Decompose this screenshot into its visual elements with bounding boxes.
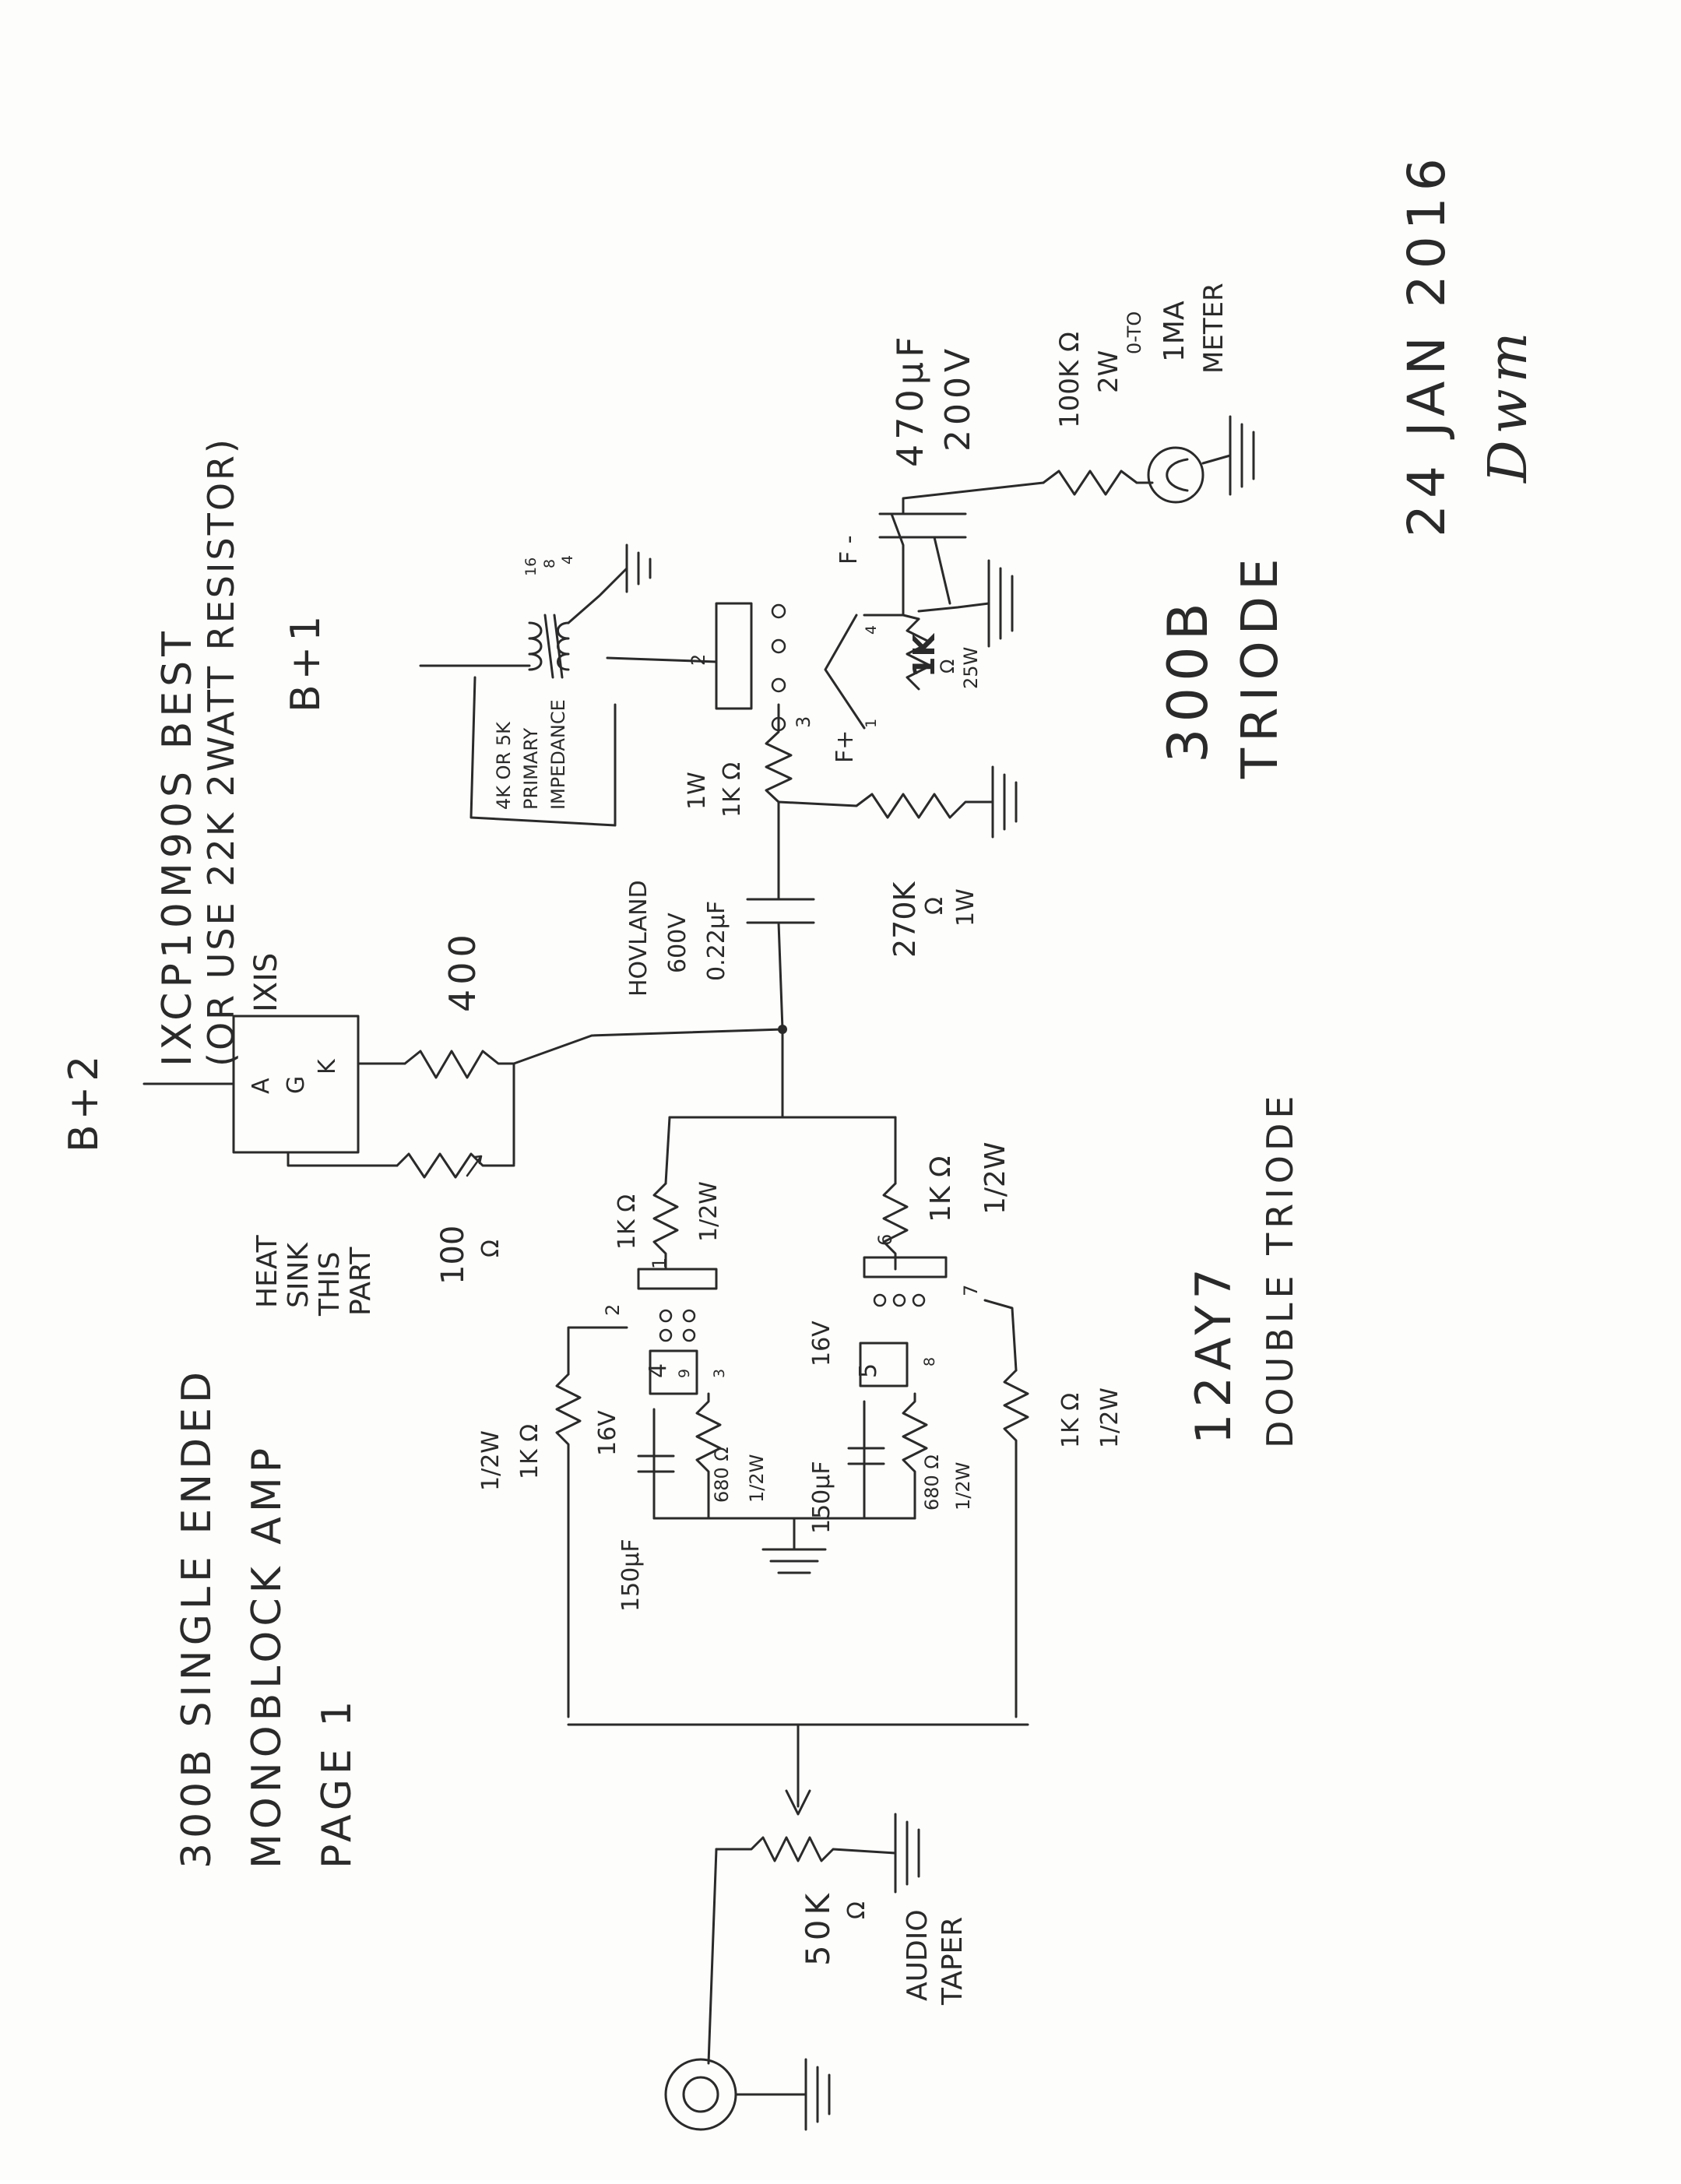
cathode-r-line1: 1K xyxy=(907,633,941,677)
tube-12ay7-line1: 12AY7 xyxy=(1185,1262,1242,1444)
transformer-line3: IMPEDANCE xyxy=(547,699,569,810)
cap-left-line1: 150μF xyxy=(617,1539,645,1612)
date-text: 24 JAN 2016 xyxy=(1397,152,1457,537)
tube-12ay7-pin1: 1 xyxy=(649,1257,670,1269)
title-line2: MONOBLOCK AMP xyxy=(244,1444,290,1869)
ixcp-pin-g: G xyxy=(283,1076,310,1094)
transformer-tap-8: 8 xyxy=(541,559,558,568)
labels: 300B SINGLE ENDED MONOBLOCK AMP PAGE 1 B… xyxy=(61,152,1539,2006)
meter-r-line2: 2W xyxy=(1093,350,1124,393)
volume-pot-line2: Ω xyxy=(843,1901,870,1919)
plate-r-right-line1: 1K Ω xyxy=(925,1156,957,1222)
title-line3: PAGE 1 xyxy=(314,1697,360,1869)
tube-300b-pin4: 4 xyxy=(863,625,880,635)
tube-12ay7-pin4: 4 xyxy=(645,1363,672,1378)
ixcp-brand: IXIS xyxy=(248,953,284,1012)
tube-300b-line1: 300B xyxy=(1156,596,1220,763)
tube-12ay7-pin5: 5 xyxy=(855,1363,882,1378)
r100-unit: Ω xyxy=(477,1240,505,1257)
volume-pot-line1: 50K xyxy=(799,1889,837,1966)
transformer-tap-4: 4 xyxy=(559,555,576,564)
grid-stopper-line2: 1K Ω xyxy=(719,762,746,818)
heatsink-line3: THIS xyxy=(314,1251,346,1317)
cathode-cap-line2: 200V xyxy=(938,344,978,452)
heatsink-line4: PART xyxy=(345,1247,377,1316)
meter-line3: METER xyxy=(1198,283,1229,374)
r270k-line2: Ω xyxy=(921,897,948,915)
meter-line1: 0-TO xyxy=(1124,311,1145,354)
meter-line2: 1MA xyxy=(1159,301,1190,362)
ixcp-pin-k: K xyxy=(314,1058,341,1074)
input-r-right-line2: 1/2W xyxy=(1096,1387,1124,1448)
transformer-tap-16: 16 xyxy=(522,557,540,576)
transformer-line2: PRIMARY xyxy=(520,728,542,810)
tube-300b-pin2: 2 xyxy=(688,654,709,666)
cathode-r-line3: 25W xyxy=(960,647,982,689)
heatsink-line1: HEAT xyxy=(251,1234,283,1308)
coupling-cap-line2: 600V xyxy=(664,913,691,973)
grid-stopper-line1: 1W xyxy=(684,772,711,810)
r270k-line1: 270K xyxy=(888,881,922,958)
kr-right-line2: 1/2W xyxy=(952,1462,974,1511)
input-r-left-line1: 1/2W xyxy=(477,1430,505,1491)
cathode-cap-line1: 470μF xyxy=(889,332,931,467)
plate-r-left-line1: 1K Ω xyxy=(614,1194,641,1250)
tube-12ay7-pin9: 9 xyxy=(676,1369,693,1378)
volume-pot-line3: AUDIO xyxy=(902,1909,934,2001)
tube-300b-line2: TRIODE xyxy=(1232,552,1289,779)
r100-value: 100 xyxy=(435,1226,471,1285)
plate-r-left-line2: 1/2W xyxy=(695,1181,723,1242)
tube-300b-pin-fminus: F - xyxy=(835,535,863,564)
tube-12ay7-line2: DOUBLE TRIODE xyxy=(1259,1092,1301,1449)
volume-pot-line4: TAPER xyxy=(937,1917,969,2006)
plate-r-right-line2: 1/2W xyxy=(979,1141,1011,1215)
tube-300b-pin1: 1 xyxy=(863,719,880,728)
tube-300b-pin3: 3 xyxy=(793,716,814,728)
cathode-r-line2: Ω xyxy=(937,659,958,673)
meter-r-line1: 100K Ω xyxy=(1054,332,1085,428)
kr-left-line2: 1/2W xyxy=(746,1454,768,1503)
heatsink-line2: SINK xyxy=(283,1242,315,1308)
tube-12ay7-pin6: 6 xyxy=(874,1234,896,1246)
bplus1-label: B+1 xyxy=(283,611,329,712)
cap-right-line2: 16V xyxy=(808,1321,835,1366)
tube-300b-pin-fplus: F+ xyxy=(832,730,859,763)
kr-left-line1: 680 Ω xyxy=(711,1447,733,1503)
r400-value: 400 xyxy=(441,930,484,1012)
signature: Dwm xyxy=(1478,326,1539,484)
input-r-left-line2: 1K Ω xyxy=(516,1424,543,1479)
tube-12ay7-pin2: 2 xyxy=(602,1304,624,1316)
cap-left-line2: 16V xyxy=(594,1410,621,1456)
tube-12ay7-pin3: 3 xyxy=(711,1369,728,1378)
tube-12ay7-pin7: 7 xyxy=(960,1285,982,1296)
ixcp-part-line1: IXCP10M90S BEST xyxy=(154,627,201,1067)
title-line1: 300B SINGLE ENDED xyxy=(174,1367,220,1869)
bplus2-label: B+2 xyxy=(61,1051,107,1152)
tube-12ay7-pin8: 8 xyxy=(921,1357,938,1366)
cap-right-line1: 150μF xyxy=(808,1461,835,1534)
kr-right-line1: 680 Ω xyxy=(921,1454,943,1511)
ixcp-part-line2: (OR USE 22K 2WATT RESISTOR) xyxy=(200,437,242,1067)
wiring xyxy=(142,415,1255,2131)
r270k-line3: 1W xyxy=(952,888,979,927)
ixcp-pin-a: A xyxy=(248,1078,275,1094)
input-r-right-line1: 1K Ω xyxy=(1057,1393,1085,1448)
transformer-line1: 4K OR 5K xyxy=(493,721,515,810)
coupling-cap-line1: HOVLAND xyxy=(625,880,652,997)
coupling-cap-line3: 0.22μF xyxy=(703,901,730,981)
